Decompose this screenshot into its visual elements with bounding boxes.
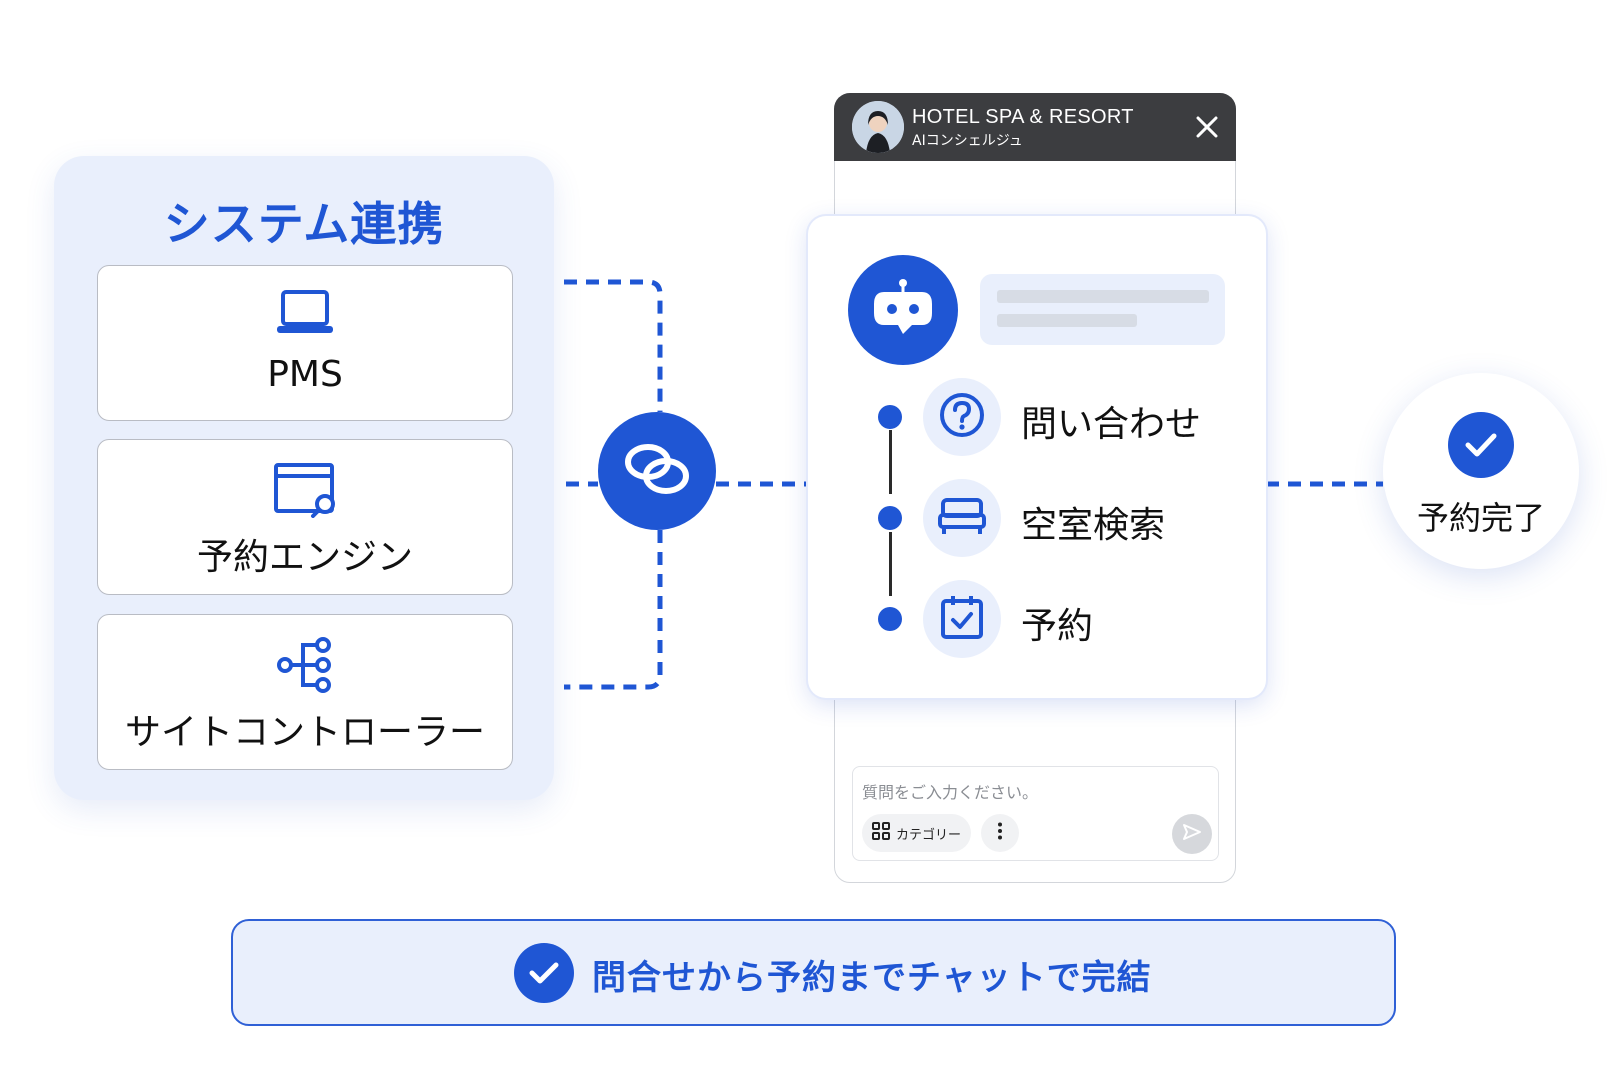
- send-button[interactable]: [1172, 814, 1212, 854]
- chat-input-placeholder: 質問をご入力ください。: [862, 783, 1039, 802]
- concierge-subtitle: AIコンシェルジュ: [912, 133, 1023, 149]
- laptop-icon: [274, 288, 336, 342]
- grid-icon: [872, 822, 890, 844]
- timeline-dot: [878, 506, 902, 530]
- timeline-line: [889, 532, 892, 596]
- bed-icon: [937, 496, 987, 540]
- avatar: [852, 101, 904, 153]
- more-button[interactable]: [981, 814, 1019, 852]
- hotel-name: HOTEL SPA & RESORT: [912, 106, 1134, 128]
- hierarchy-icon: [277, 637, 333, 697]
- link-icon: [622, 440, 692, 502]
- timeline-dot: [878, 607, 902, 631]
- summary-text: 問合せから予約までチャットで完結: [592, 958, 1152, 998]
- more-vertical-icon: [997, 822, 1003, 844]
- calendar-check-icon: [940, 594, 984, 644]
- booking-engine-card: 予約エンジン: [97, 439, 513, 595]
- check-icon: [514, 943, 574, 1003]
- step-vacancy-label: 空室検索: [1021, 505, 1166, 546]
- message-bubble: [980, 274, 1225, 345]
- close-icon[interactable]: [1194, 114, 1220, 144]
- step-reservation: [923, 580, 1001, 658]
- timeline-dot: [878, 405, 902, 429]
- robot-icon: [870, 277, 936, 343]
- link-hub: [598, 412, 716, 530]
- browser-search-icon: [273, 462, 337, 522]
- reservation-complete-label: 予約完了: [1416, 499, 1545, 537]
- step-inquiry-label: 問い合わせ: [1021, 404, 1202, 445]
- timeline-line: [889, 430, 892, 494]
- pms-label: PMS: [267, 354, 343, 395]
- step-inquiry: [923, 378, 1001, 456]
- category-label: カテゴリー: [896, 827, 962, 843]
- bot-avatar: [848, 255, 958, 365]
- message-placeholder-line: [997, 290, 1209, 303]
- site-controller-label: サイトコントローラー: [124, 712, 485, 753]
- summary-banner: [231, 919, 1396, 1026]
- booking-engine-label: 予約エンジン: [196, 537, 413, 578]
- step-reservation-label: 予約: [1021, 606, 1094, 647]
- question-icon: [938, 391, 986, 443]
- step-vacancy: [923, 479, 1001, 557]
- message-placeholder-line: [997, 314, 1137, 327]
- site-controller-card: サイトコントローラー: [97, 614, 513, 770]
- category-button[interactable]: カテゴリー: [862, 814, 971, 852]
- send-icon: [1182, 823, 1202, 845]
- system-title: システム連携: [163, 197, 445, 251]
- check-icon: [1448, 412, 1514, 478]
- pms-card: PMS: [97, 265, 513, 421]
